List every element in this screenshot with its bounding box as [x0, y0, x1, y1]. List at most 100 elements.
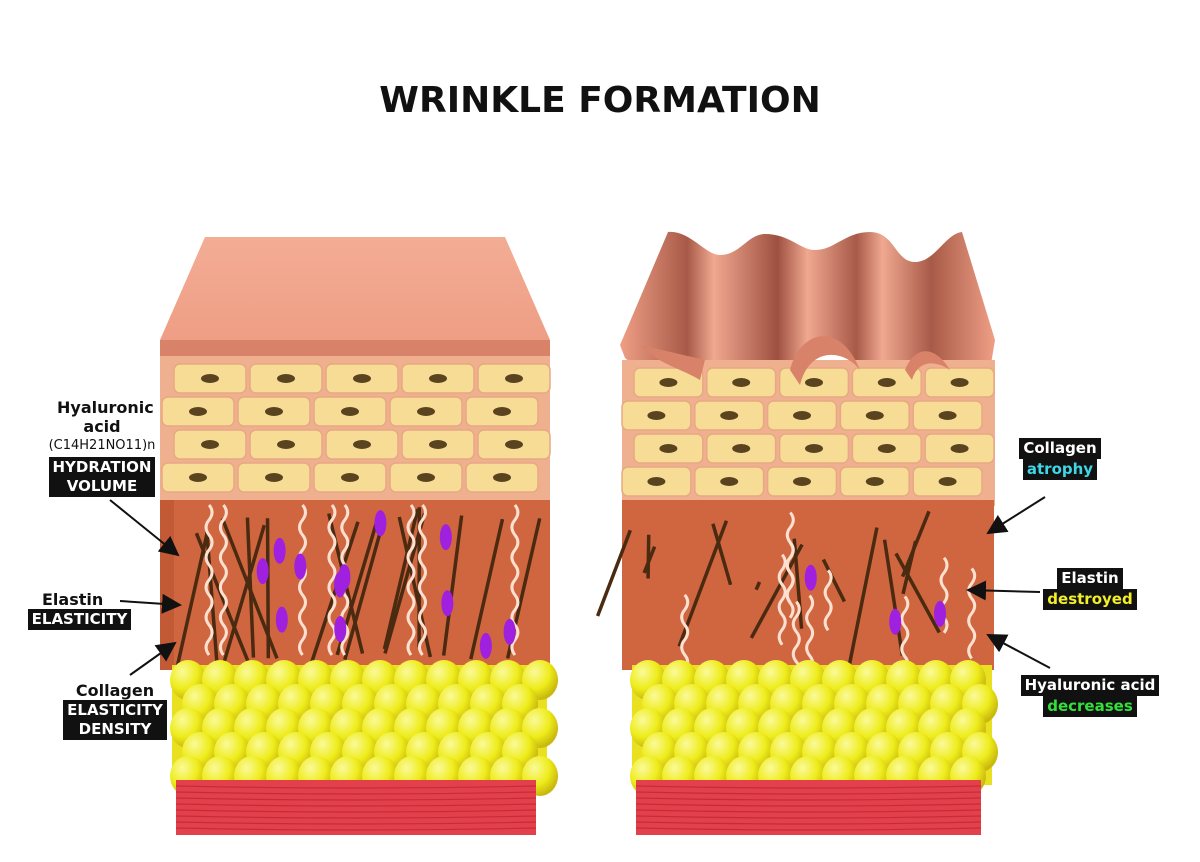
fat-cells	[170, 660, 558, 796]
muscle-fiber	[635, 815, 982, 819]
hyaluronic-acid-molecule	[934, 600, 947, 627]
arrow-hyaluronic-left	[109, 499, 180, 557]
collagen-status: atrophy	[1022, 459, 1098, 480]
muscle-fibers	[635, 785, 982, 831]
healthy-skin-block	[160, 237, 558, 835]
cell-nucleus	[265, 473, 283, 482]
cell-nucleus	[429, 374, 447, 383]
cell-nucleus	[189, 407, 207, 416]
label-hyaluronic-left: Hyaluronic acid (C14H21NO11)n HYDRATION …	[38, 398, 166, 497]
cell-nucleus	[417, 473, 435, 482]
collagen-fiber	[821, 558, 847, 603]
hyaluronic-property-box: HYDRATION VOLUME	[48, 457, 156, 497]
muscle-fiber	[175, 803, 537, 807]
cell-nucleus	[865, 411, 884, 420]
cell-nucleus	[429, 440, 447, 449]
hyaluronic-acid-molecule	[294, 553, 307, 580]
collagen-fiber	[441, 515, 464, 656]
hyaluronic-acid-molecule	[479, 632, 492, 659]
muscle-fiber	[175, 785, 537, 789]
cell-nucleus	[189, 473, 207, 482]
collagen-fiber	[900, 510, 931, 578]
elastin-property: ELASTICITY	[27, 609, 132, 630]
arrow-elastin-left	[119, 593, 182, 614]
wrinkle-folds	[640, 336, 950, 385]
collagen-fiber	[382, 508, 420, 650]
muscle-fiber	[175, 821, 537, 825]
hyaluronic-status: decreases	[1043, 696, 1137, 717]
cell-nucleus	[793, 411, 811, 420]
cell-nucleus	[938, 477, 957, 486]
elastin-status: destroyed	[1043, 589, 1137, 610]
collagen-fiber	[221, 524, 266, 666]
collagen-elastin-fibers	[174, 504, 542, 674]
cell-nucleus	[720, 477, 739, 486]
hyaluronic-right-name: Hyaluronic acid	[1020, 675, 1160, 696]
muscle-fiber	[635, 785, 982, 789]
cell-nucleus	[505, 374, 523, 383]
hyaluronic-acid-molecule	[256, 558, 269, 585]
arrow-hyaluronic-right	[986, 634, 1051, 669]
collagen-fiber	[754, 581, 762, 591]
hyaluronic-acid-molecule	[334, 615, 347, 642]
muscle-fiber	[175, 809, 537, 813]
label-elastin-left: Elastin ELASTICITY	[22, 590, 137, 630]
cell-nucleus	[659, 444, 678, 453]
cell-nucleus	[793, 477, 811, 486]
cell-nucleus	[732, 444, 751, 453]
hyaluronic-acid-molecule	[889, 608, 902, 635]
muscle-layer	[636, 780, 981, 835]
hyaluronic-name: Hyaluronic acid	[57, 398, 154, 436]
cell-nucleus	[277, 440, 295, 449]
elastin-right-name: Elastin	[1057, 568, 1123, 589]
hyaluronic-acid-molecule	[441, 590, 454, 617]
cell-nucleus	[805, 444, 823, 453]
cell-nucleus	[659, 378, 678, 387]
elastin-fiber	[785, 511, 795, 604]
cell-nucleus	[732, 378, 751, 387]
collagen-fiber	[245, 517, 256, 658]
aged-skin-block	[595, 231, 998, 835]
hyaluronic-acid-molecule	[503, 618, 516, 645]
collagen-fiber	[174, 532, 209, 674]
elastin-fiber	[298, 504, 307, 656]
collagen-name: Collagen	[75, 681, 155, 700]
collagen-fiber	[310, 521, 360, 663]
collagen-fiber	[711, 523, 733, 586]
cell-nucleus	[877, 444, 896, 453]
muscle-fibers	[175, 785, 537, 831]
skin-surface-edge	[160, 340, 550, 356]
muscle-fiber	[635, 821, 982, 825]
cell-nucleus	[277, 374, 295, 383]
cell-nucleus	[353, 374, 371, 383]
hyaluronic-property-1: HYDRATION	[52, 458, 152, 476]
cell-nucleus	[505, 440, 523, 449]
hyaluronic-acid-molecule	[804, 564, 817, 591]
collagen-property-2: DENSITY	[78, 720, 152, 738]
epidermis-cells	[621, 367, 995, 497]
cell-nucleus	[341, 407, 359, 416]
arrow-elastin-right	[966, 580, 1041, 601]
hyaluronic-acid-molecule	[273, 537, 286, 564]
collagen-fiber	[749, 543, 804, 639]
hyaluronic-acid-molecule	[275, 606, 288, 633]
cell-nucleus	[950, 444, 969, 453]
elastin-fiber	[218, 504, 228, 656]
cell-nucleus	[493, 407, 511, 416]
skin-surface	[160, 237, 550, 340]
collagen-fiber	[383, 512, 427, 654]
muscle-fiber	[175, 791, 537, 795]
elastin-fiber	[805, 594, 815, 672]
muscle-layer	[176, 780, 536, 835]
elastin-name: Elastin	[42, 590, 104, 609]
cell-nucleus	[353, 440, 371, 449]
diagram-title: WRINKLE FORMATION	[379, 80, 821, 121]
collagen-fiber	[469, 518, 505, 660]
elastin-fiber	[510, 504, 520, 656]
label-collagen-right: Collagen atrophy	[1005, 438, 1115, 480]
collagen-fiber	[847, 527, 879, 664]
elastin-fiber	[417, 504, 427, 656]
muscle-fiber	[635, 803, 982, 807]
label-elastin-right: Elastin destroyed	[1035, 568, 1145, 610]
collagen-fiber	[595, 529, 632, 617]
